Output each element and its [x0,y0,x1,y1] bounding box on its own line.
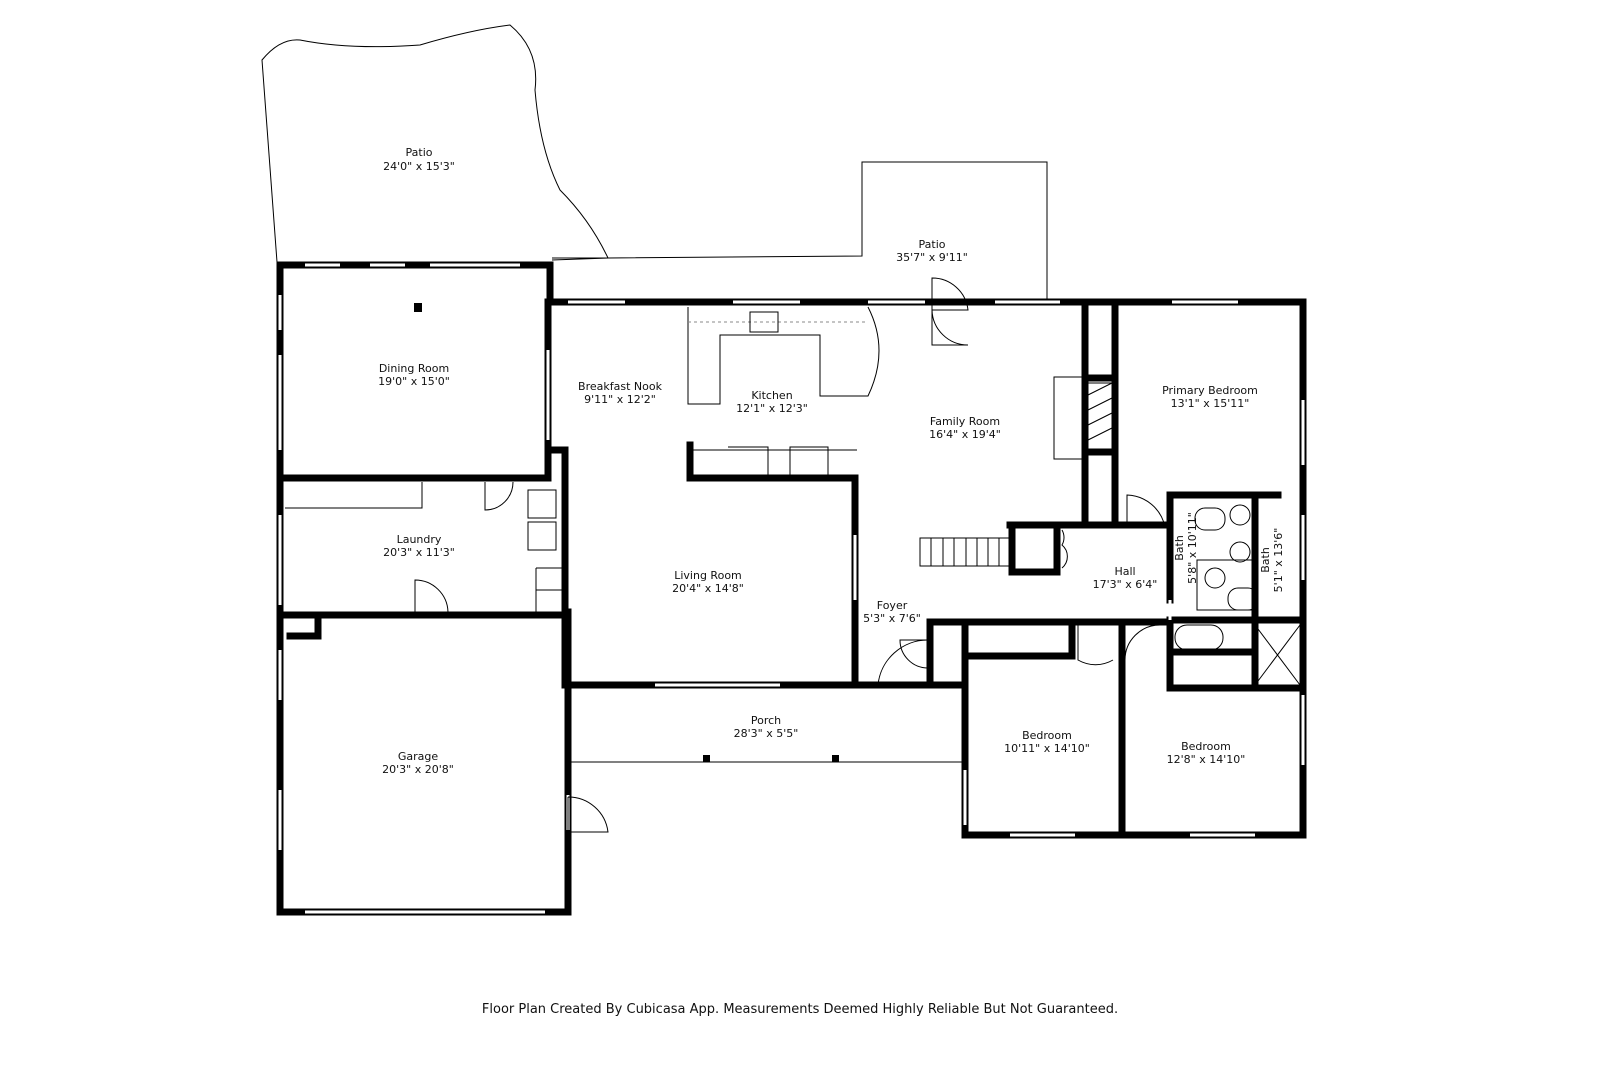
room-name: Hall [1114,565,1135,578]
kitchen-counter [687,306,880,405]
room-name: Laundry [397,533,442,546]
dryer [527,521,557,551]
room-name: Patio [919,238,946,251]
room-size: 17'3" x 6'4" [1093,578,1158,591]
room-name: Porch [751,714,781,727]
room-name: Bath [1259,547,1272,573]
footer-disclaimer: Floor Plan Created By Cubicasa App. Meas… [481,1002,1119,1017]
room-name: Bedroom [1022,729,1072,742]
fireplace [1087,382,1113,450]
walls [276,261,1307,916]
room-size: 24'0" x 15'3" [383,160,455,173]
patio-outline-left [261,24,609,263]
kitchen-sink [749,311,779,333]
stairs [919,537,1011,567]
room-name: Foyer [877,599,908,612]
room-name: Breakfast Nook [578,380,663,393]
column [414,303,422,312]
room-size: 5'3" x 7'6" [863,612,921,625]
room-size: 9'11" x 12'2" [584,393,656,406]
kitchen-range [692,446,857,478]
room-size: 20'3" x 11'3" [383,546,455,559]
room-name: Kitchen [751,389,792,402]
room-size: 20'3" x 20'8" [382,763,454,776]
porch-post [832,755,839,762]
room-name: Primary Bedroom [1162,384,1258,397]
room-name: Dining Room [379,362,449,375]
room-size: 12'8" x 14'10" [1167,753,1246,766]
room-name: Living Room [674,569,742,582]
hearth [1053,376,1083,460]
room-size: 5'8" x 10'11" [1186,512,1199,584]
room-name: Bath [1173,535,1186,561]
room-size: 28'3" x 5'5" [734,727,799,740]
room-name: Bedroom [1181,740,1231,753]
room-size: 5'1" x 13'6" [1272,528,1285,593]
porch-post [703,755,710,762]
laundry-fixtures [285,482,565,612]
washer [527,489,557,519]
room-name: Family Room [930,415,1000,428]
room-name: Patio [406,146,433,159]
room-size: 12'1" x 12'3" [736,402,808,415]
fireplace-hatch [1087,382,1113,441]
room-size: 20'4" x 14'8" [672,582,744,595]
room-size: 16'4" x 19'4" [929,428,1001,441]
room-size: 10'11" x 14'10" [1004,742,1090,755]
room-size: 19'0" x 15'0" [378,375,450,388]
patio-outline-right [552,161,1048,302]
doors [414,277,1301,833]
room-name: Garage [398,750,439,763]
room-size: 35'7" x 9'11" [896,251,968,264]
room-size: 13'1" x 15'11" [1171,397,1250,410]
